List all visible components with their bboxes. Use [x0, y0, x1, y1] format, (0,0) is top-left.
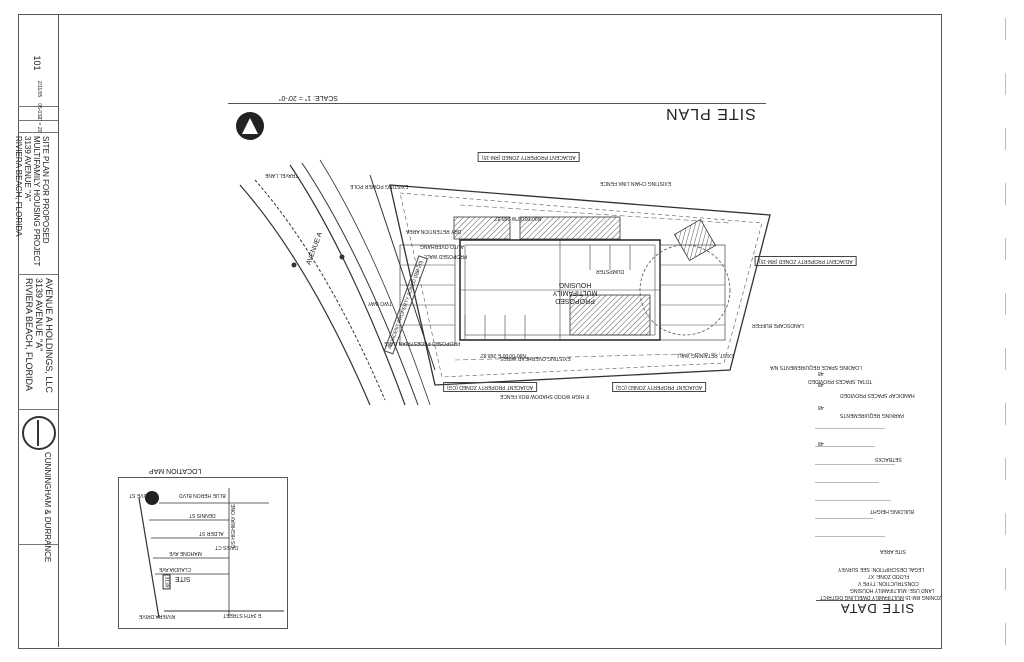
site-data-rule — [816, 600, 904, 601]
site-data-title: SITE DATA — [840, 601, 915, 616]
label-travel-lane: TRAVEL LANE — [265, 172, 299, 178]
label-dry-retention: DRY RETENTION AREA — [406, 228, 462, 234]
street-label-blue-heron: BLUE HERON BLVD — [179, 492, 226, 498]
street-label-oasis: OASIS CT — [215, 544, 239, 550]
label-adjacent-bottom-right: ADJACENT PROPERTY ZONED (CG) — [612, 382, 707, 392]
site-plan-drawing — [239, 159, 771, 406]
label-shadow-box: 6' HIGH WOOD SHADOW BOX FENCE — [500, 393, 590, 399]
owner-info: AVENUE A HOLDINGS, LLC 3139 AVENUE "A" R… — [24, 278, 54, 393]
label-landscape-buffer: LANDSCAPE BUFFER — [752, 322, 804, 328]
label-auto-overhang: AUTO OVERHANG — [420, 243, 464, 249]
label-existing-wall: EXIST. RETAINING WALL — [676, 352, 735, 358]
construction-note: CONSTRUCTION: TYPE V — [858, 580, 919, 586]
street-label-34th: E 34TH STREET — [223, 612, 262, 618]
street-label-dennis: DENNIS ST — [189, 512, 216, 518]
label-building: PROPOSED MULTIFAMILY HOUSING — [552, 281, 598, 304]
label-dumpster: DUMPSTER — [596, 268, 625, 274]
label-adjacent-right: ADJACENT PROPERTY ZONED (RM-15) — [755, 256, 857, 266]
location-map: LOCATION MAP E 34TH STREET RIVIERA DRIVE… — [118, 467, 288, 629]
title-rule — [228, 103, 766, 104]
value-48-a: 48 — [818, 370, 824, 376]
street-label-claudia: CLAUDIA AVE — [159, 566, 192, 572]
land-use-note: LAND USE: MULTIFAMILY HOUSING — [850, 587, 935, 593]
legal-note: LEGAL DESCRIPTION: SEE SURVEY — [838, 566, 925, 572]
value-48-c: 48 — [818, 404, 824, 410]
label-adjacent-top: ADJACENT PROPERTY ZONED (RM-15) — [478, 152, 580, 162]
label-two-way: TWO WAY — [368, 300, 392, 306]
street-label-olive: OLIVE ST — [129, 492, 152, 498]
street-label-alder: ALDER ST — [199, 530, 224, 536]
north-arrow-icon — [236, 112, 264, 140]
site-plan-title: SITE PLAN — [665, 105, 756, 122]
label-proposed-wall: PROPOSED WALL — [424, 253, 468, 259]
label-ped-gate: PROPOSED PEDESTRIAN GATE — [384, 340, 461, 346]
street-label-us1: US HIGHWAY ONE — [231, 504, 237, 548]
scale-note: SCALE: 1" = 20'-0" — [278, 94, 338, 101]
site-address-badge: 3139 — [162, 574, 171, 590]
title-block: 101 2/11/05 05-032 1" = 20' SITE PLAN FO… — [14, 14, 59, 647]
flood-zone-note: FLOOD ZONE: X7 — [868, 573, 910, 579]
margin-ticks — [1005, 18, 1007, 648]
label-bearing-top: N90°00'00"W 268.82' — [494, 215, 542, 221]
value-48-b: 48 — [818, 381, 824, 387]
project-title: SITE PLAN FOR PROPOSED MULTIFAMILY HOUSI… — [14, 136, 50, 267]
street-label-riviera: RIVIERA DRIVE — [139, 613, 176, 619]
site-data-lines — [815, 420, 905, 560]
label-overhead-wires: EXISTING OVERHEAD WIRES — [500, 355, 571, 361]
location-map-title: LOCATION MAP — [149, 467, 202, 474]
parking-requirements: PARKING REQUIREMENTS — [840, 412, 904, 418]
label-chain-link: EXISTING CHAIN LINK FENCE — [600, 180, 672, 186]
street-label-mahone: MAHONE AVE — [169, 550, 202, 556]
loading-requirement: LOADING SPACE REQUIREMENTS N/A — [770, 364, 862, 370]
firm-logo — [22, 416, 56, 450]
sheet-border — [18, 14, 942, 649]
site-label: SITE — [175, 575, 191, 582]
label-power-pole: EXISTING POWER POLE — [350, 183, 409, 189]
handicap-spaces: HANDICAP SPACES PROVIDED — [840, 392, 915, 398]
label-adjacent-bottom-left: ADJACENT PROPERTY ZONED (CG) — [443, 382, 538, 392]
firm-name: CUNNINGHAM & DURRANCE — [43, 452, 52, 563]
